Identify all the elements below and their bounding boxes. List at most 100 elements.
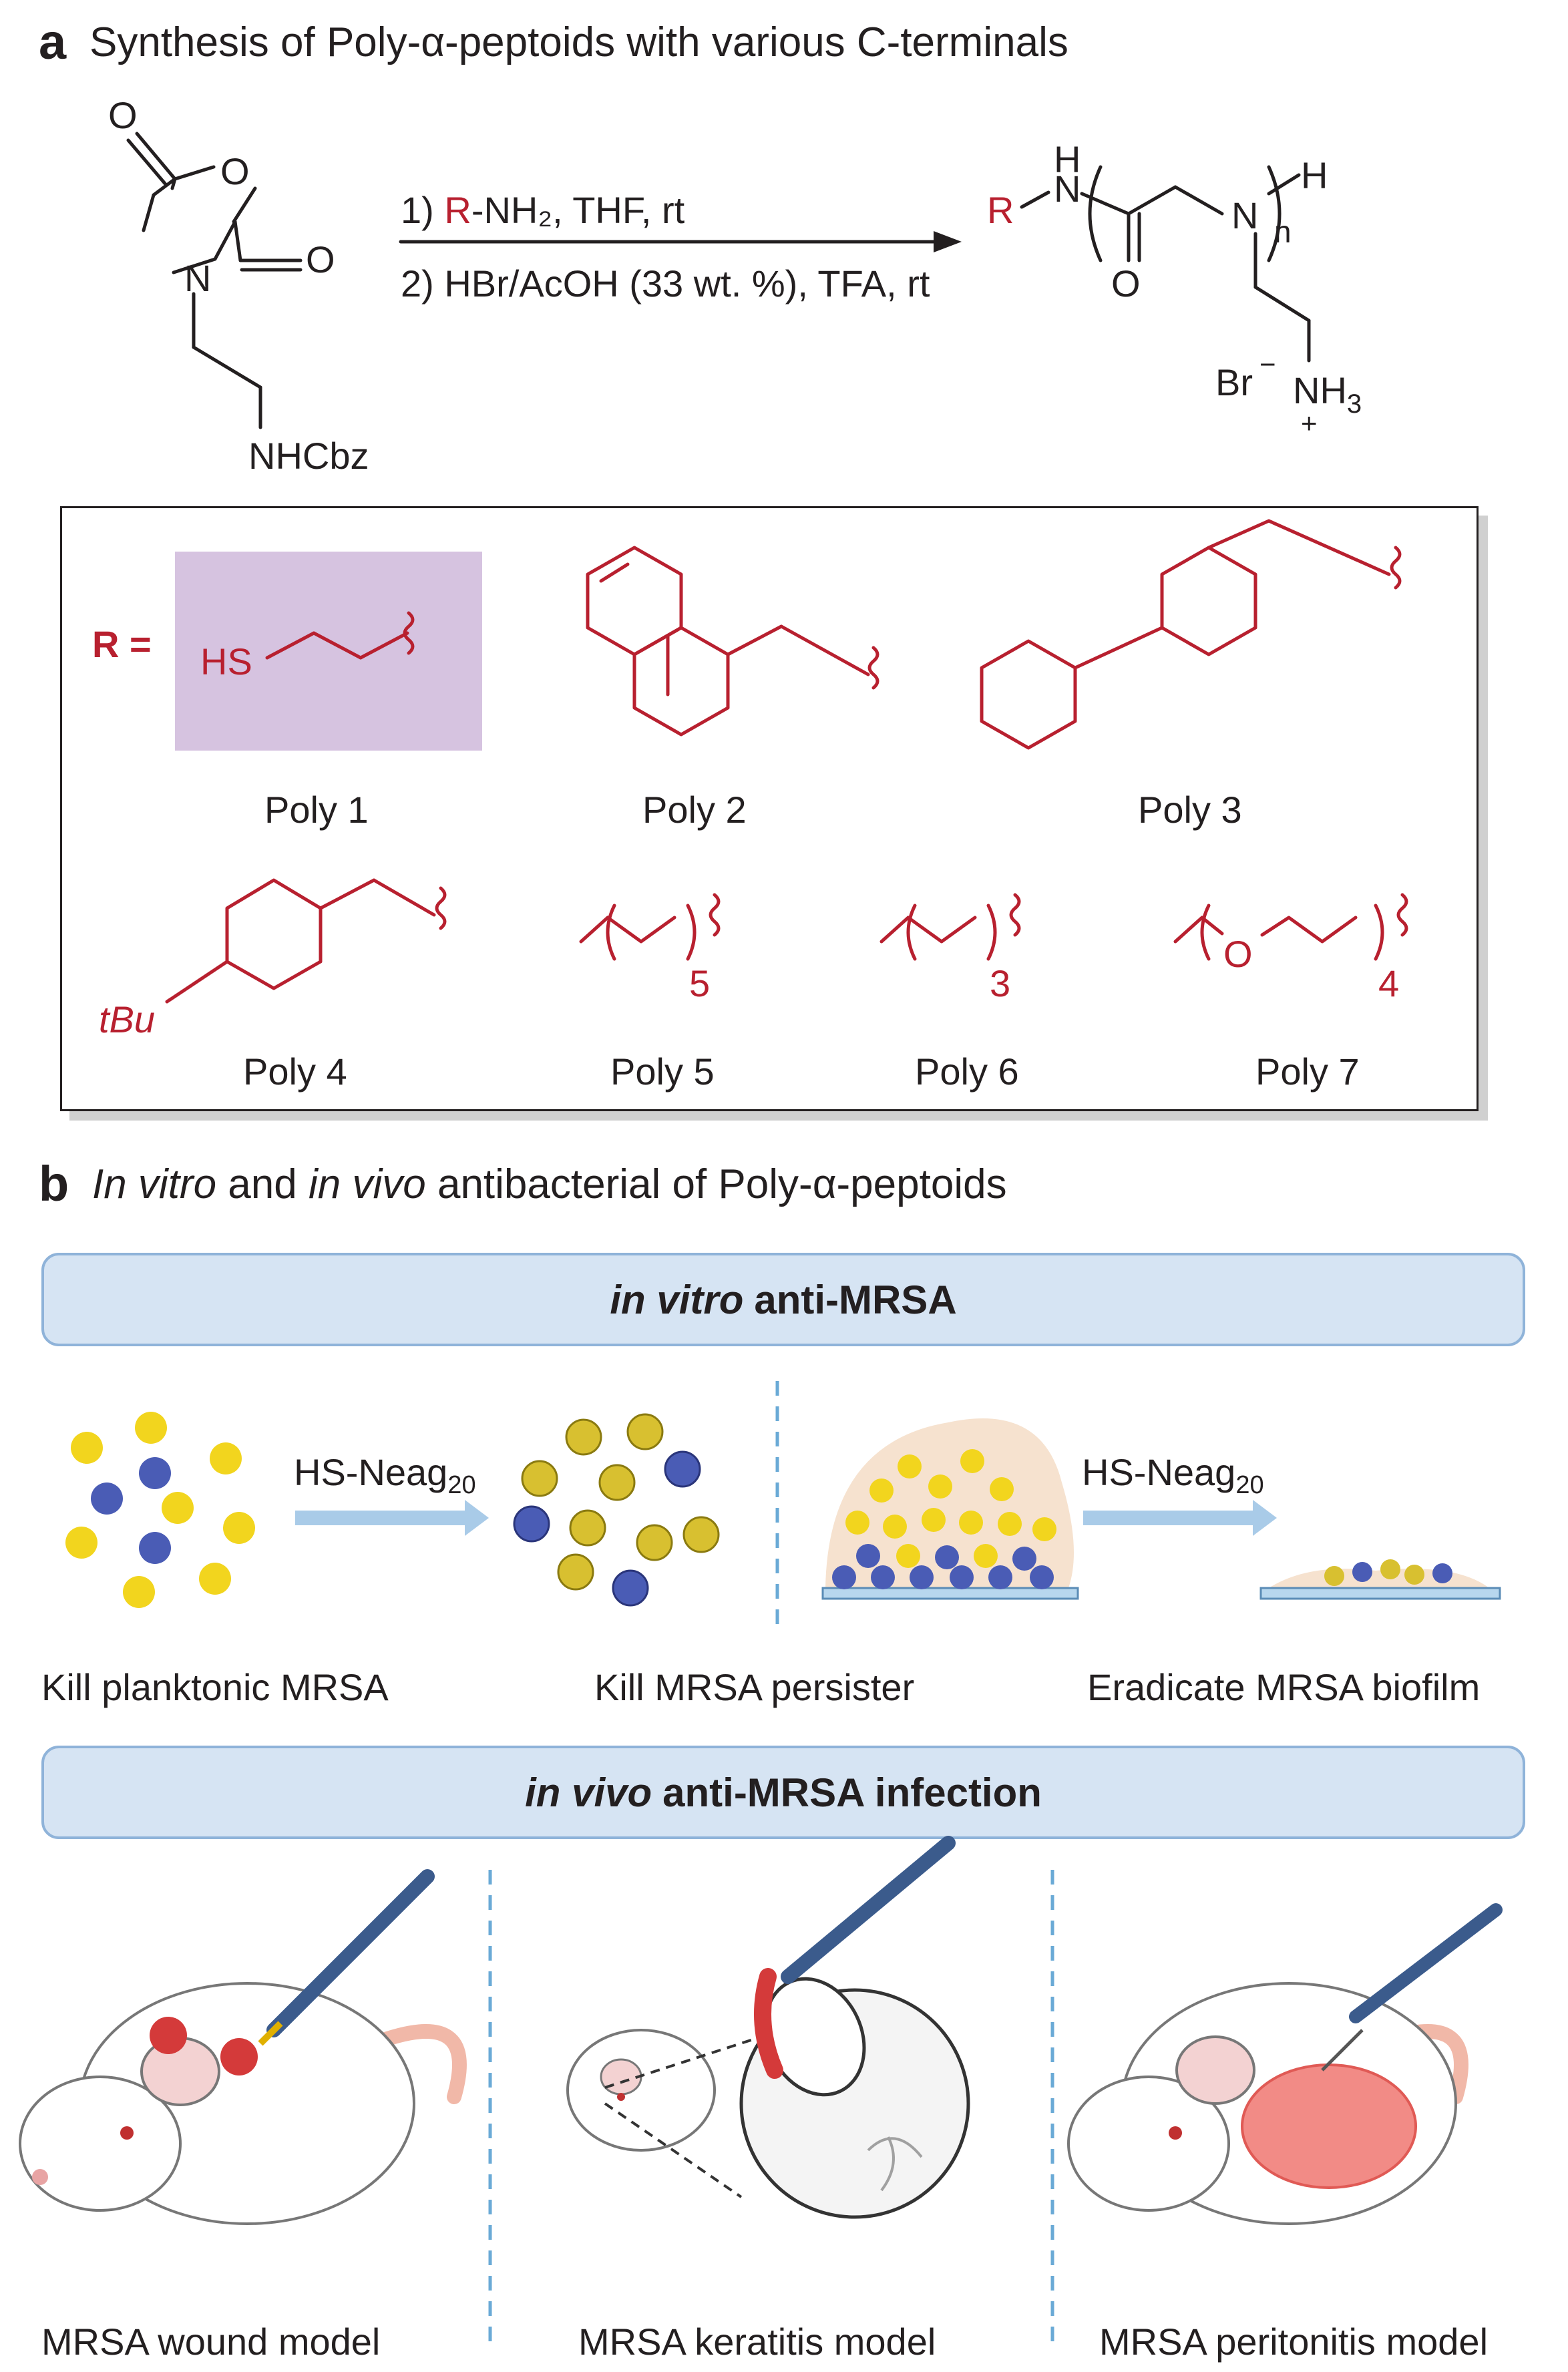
poly5-sub: 5	[689, 962, 711, 1004]
poly1-name: Poly 1	[264, 789, 369, 831]
monomer-o-ring: O	[220, 150, 250, 192]
poly7-name: Poly 7	[1255, 1050, 1360, 1093]
title-rest: antibacterial of Poly-α-peptoids	[437, 1161, 1007, 1207]
step1-rest: -NH₂, THF, rt	[471, 189, 685, 231]
poly7-bracket-l	[1200, 904, 1211, 961]
panel-a-letter: a	[39, 14, 67, 69]
arrow-1-head	[465, 1500, 489, 1536]
caption-keratitis: MRSA keratitis model	[578, 2321, 936, 2363]
persister-bacteria	[513, 1413, 720, 1607]
title-in-vivo: in vivo	[308, 1161, 426, 1207]
product-r: R	[987, 189, 1014, 231]
poly7-o: O	[1223, 933, 1253, 975]
poly1-bond-3	[359, 631, 409, 660]
bracket-right	[1267, 165, 1282, 262]
r-label: R =	[92, 623, 152, 665]
ring-bond-5	[152, 177, 177, 197]
poly3-ch2-2	[1267, 519, 1391, 576]
reaction-arrowhead	[934, 231, 962, 252]
ring-bond-4	[142, 193, 156, 232]
poly6-bracket-r	[986, 904, 997, 961]
condition-step2: 2) HBr/AcOH (33 wt. %), TFA, rt	[401, 262, 930, 305]
arrow-2-shaft	[1083, 1511, 1257, 1525]
poly4-ch2-2	[372, 878, 436, 917]
condition-step1: 1) R-NH₂, THF, rt	[401, 188, 684, 232]
biofilm-substrate	[821, 1587, 1079, 1600]
product-sidechain-2	[1253, 285, 1311, 323]
poly2-name: Poly 2	[642, 789, 747, 831]
poly5-wavy	[709, 893, 721, 937]
step1-prefix: 1)	[401, 189, 445, 231]
poly6-bracket-l	[906, 904, 917, 961]
poly4-name: Poly 4	[243, 1050, 347, 1093]
keratitis-mouse	[566, 1836, 970, 2219]
caption-peritonitis: MRSA peritonitis model	[1099, 2321, 1489, 2363]
poly3-name: Poly 3	[1138, 789, 1242, 831]
poly5-bracket-l	[606, 904, 616, 961]
monomer-o-right: O	[306, 238, 335, 280]
poly1-bond-1	[265, 631, 316, 660]
poly1-highlight	[175, 552, 482, 751]
arrow2-text: HS-Neag	[1082, 1451, 1236, 1493]
step1-r: R	[444, 189, 471, 231]
poly3-ring-2	[1160, 546, 1257, 656]
poly7-chain-2	[1260, 916, 1358, 944]
banner1-rest: anti-MRSA	[754, 1277, 957, 1322]
poly4-tbu-bond	[165, 960, 229, 1004]
planktonic-bacteria	[65, 1412, 255, 1608]
bracket-left	[1088, 165, 1103, 262]
poly5-bracket-r	[686, 904, 697, 961]
poly2-wavy	[867, 646, 879, 690]
poly6-wavy	[1009, 893, 1021, 937]
product-nh-n: N	[1054, 168, 1081, 210]
poly7-wavy	[1396, 893, 1408, 937]
monomer-n: N	[184, 257, 212, 299]
residual-bacteria	[1324, 1559, 1452, 1586]
poly2-ch2-1	[726, 624, 783, 656]
poly5-chain	[579, 916, 676, 944]
arrow-1-shaft	[295, 1511, 469, 1525]
banner2-rest: anti-MRSA infection	[662, 1770, 1042, 1815]
arrow2-sub: 20	[1235, 1471, 1264, 1499]
panel-a-title: Synthesis of Poly-α-peptoids with variou…	[89, 19, 1068, 65]
poly4-wavy	[435, 886, 447, 930]
poly5-name: Poly 5	[610, 1050, 715, 1093]
poly6-chain	[879, 916, 977, 944]
caption-wound: MRSA wound model	[41, 2321, 381, 2363]
monomer-sidechain-label: NHCbz	[248, 435, 369, 477]
panel-b-letter: b	[39, 1156, 69, 1211]
poly3-wavy	[1390, 546, 1402, 590]
title-and: and	[228, 1161, 297, 1207]
caption-biofilm: Eradicate MRSA biofilm	[1087, 1666, 1481, 1708]
poly2-ch2-2	[779, 624, 870, 676]
poly4-tbu: tBu	[99, 998, 156, 1040]
sidechain-2	[192, 345, 262, 389]
product-carbonyl-o: O	[1111, 262, 1141, 305]
arrow-2-head	[1253, 1500, 1277, 1536]
monomer-o-top: O	[108, 94, 138, 136]
poly1-bond-2	[312, 631, 363, 660]
arrow-1-label: HS-Neag20	[294, 1450, 476, 1500]
ring-bond-3	[172, 257, 217, 274]
poly4-ch2-1	[319, 878, 376, 910]
arrow1-sub: 20	[447, 1471, 476, 1499]
reaction-scheme	[126, 132, 1311, 429]
product-subscript-n: n	[1274, 214, 1292, 249]
poly6-name: Poly 6	[915, 1050, 1019, 1093]
product-bond-r	[1020, 190, 1050, 209]
biofilm-bacteria	[832, 1449, 1056, 1589]
product-backbone-n: N	[1231, 194, 1259, 236]
arrow-2-label: HS-Neag20	[1082, 1450, 1264, 1500]
poly1-wavy	[403, 611, 415, 655]
carbonyl-top	[135, 132, 177, 181]
caption-persister: Kill MRSA persister	[594, 1666, 915, 1708]
product-nh-h: H	[1054, 138, 1081, 180]
poly7-sub: 4	[1378, 962, 1400, 1004]
arrow1-text: HS-Neag	[294, 1451, 448, 1493]
ring-bond-1	[173, 165, 216, 181]
peritonitis-mouse	[1067, 1903, 1503, 2225]
ring-bond-2	[232, 186, 257, 224]
